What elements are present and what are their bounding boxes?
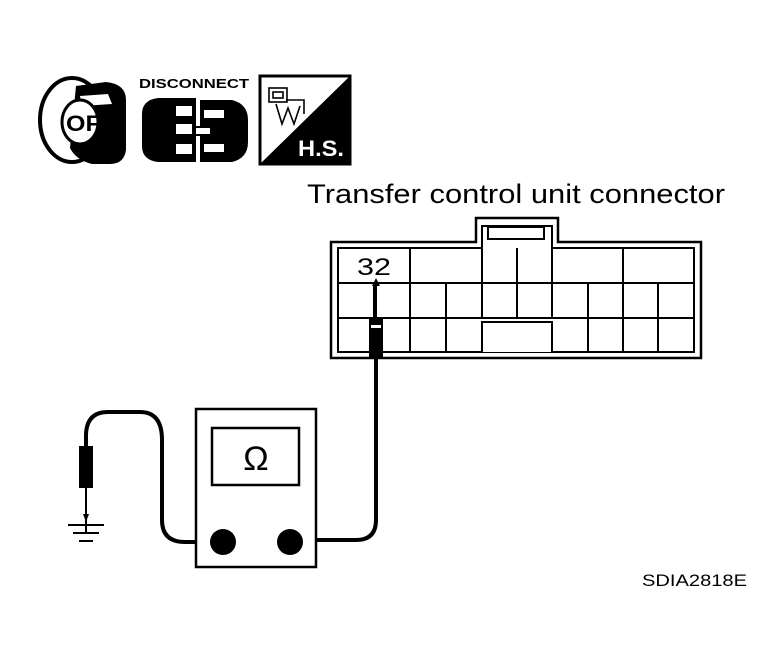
ignition-off-icon: OFF [38,76,126,164]
ohm-symbol: Ω [243,440,268,478]
meter-terminal-left [210,529,236,555]
disconnect-label: DISCONNECT [139,76,249,91]
ground-probe [79,410,223,544]
ohmmeter: Ω [194,407,318,569]
disconnect-icon: DISCONNECT [139,76,249,162]
connector-title: Transfer control unit connector [307,179,725,209]
harness-side-icon: H.S. [258,74,352,166]
figure-id: SDIA2818E [642,571,747,590]
connector-probe [290,278,383,542]
terminal-32-label: 32 [357,254,391,281]
connector-face: 32 [329,216,703,360]
key-off-label: OFF [66,111,116,136]
ground-icon [68,524,104,542]
hs-label: H.S. [298,136,344,161]
meter-terminal-right [277,529,303,555]
